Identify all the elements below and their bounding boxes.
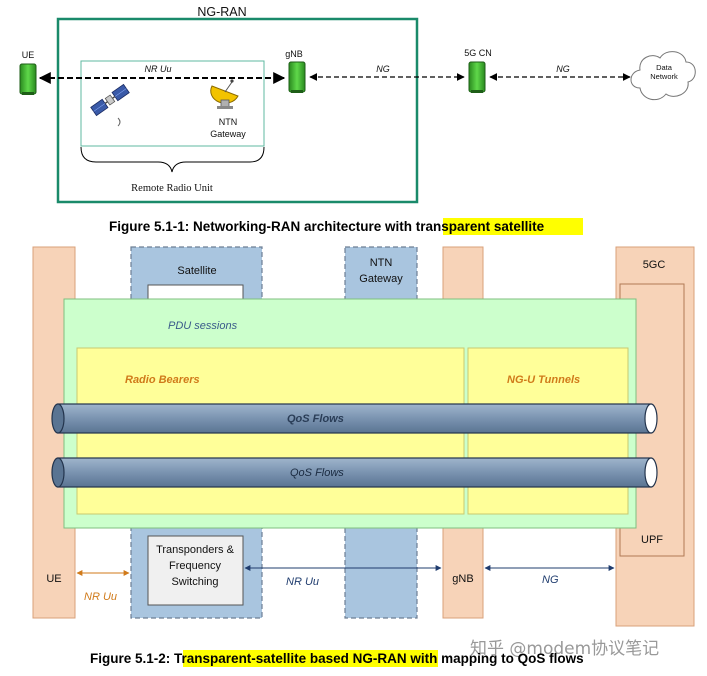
ntn-gateway-label-2: Gateway [210, 129, 246, 139]
transponders-label-1: Transponders & [156, 544, 235, 556]
ntn-gateway-col-label-1: NTN [370, 257, 393, 269]
satellite-icon [90, 83, 130, 117]
fivegc-label: 5GC [643, 259, 666, 271]
figure-2: UE Satellite NTN Gateway gNB 5GC UPF PDU… [32, 246, 695, 627]
ngran-label: NG-RAN [197, 5, 246, 19]
data-network-cloud: Data Network [630, 51, 696, 101]
watermark: 知乎 @modem协议笔记 [470, 639, 659, 659]
ngran-box [56, 17, 419, 204]
transponders-label-3: Switching [171, 576, 218, 588]
gnb-label: gNB [285, 49, 303, 59]
transponders-box [147, 535, 244, 606]
figure-1: NG-RAN UE gNB 5G CN Data Network NR U [19, 5, 696, 204]
cloud-icon [630, 51, 696, 101]
transponders-label-2: Frequency [169, 560, 221, 572]
caption-2: Figure 5.1-2: Transparent-satellite base… [90, 650, 584, 667]
caption-1-text: Figure 5.1-1: Networking-RAN architectur… [109, 219, 545, 234]
nr-uu-inner-box [80, 60, 265, 147]
ng-label-fig2: NG [542, 574, 559, 586]
nr-uu-left-label: NR Uu [84, 591, 117, 603]
caption-1-highlight [443, 218, 583, 235]
ue-device-icon [19, 63, 37, 95]
gnb-device-icon [288, 61, 306, 93]
data-network-label-1: Data [656, 63, 673, 72]
core-device [468, 61, 486, 93]
rru-label: Remote Radio Unit [131, 183, 213, 194]
nr-uu-mid-label: NR Uu [286, 576, 319, 588]
pdu-sessions-label: PDU sessions [168, 320, 238, 332]
qos-flow-tube-2: QoS Flows [51, 457, 658, 488]
qos-flow-label-1: QoS Flows [287, 413, 344, 425]
ue-column-label: UE [46, 573, 61, 585]
radio-bearers-label: Radio Bearers [125, 374, 200, 386]
data-network-label-2: Network [650, 72, 678, 81]
core-device-icon [468, 61, 486, 93]
rru-brace [80, 146, 265, 173]
satellite-column-label: Satellite [177, 265, 216, 277]
qos-flow-tube-1: QoS Flows [51, 403, 658, 434]
ue-label: UE [22, 50, 35, 60]
upf-label: UPF [641, 534, 663, 546]
qos-flow-label-2: QoS Flows [290, 467, 344, 479]
nr-uu-label: NR Uu [144, 64, 171, 74]
gnb-column-label: gNB [452, 573, 473, 585]
ntn-gateway-col-label-2: Gateway [359, 273, 403, 285]
ngu-tunnels-label: NG-U Tunnels [507, 374, 580, 386]
ng-label-2: NG [556, 64, 570, 74]
core-label: 5G CN [464, 48, 492, 58]
ng-label-1: NG [376, 64, 390, 74]
caption-1: Figure 5.1-1: Networking-RAN architectur… [109, 218, 583, 235]
caption-2-highlight [183, 650, 438, 667]
gnb-device [288, 61, 306, 93]
ntn-gateway-label-1: NTN [219, 117, 238, 127]
ntn-dish-icon [210, 79, 239, 109]
ue-device [19, 63, 37, 95]
caption-2-text: Figure 5.1-2: Transparent-satellite base… [90, 651, 584, 666]
